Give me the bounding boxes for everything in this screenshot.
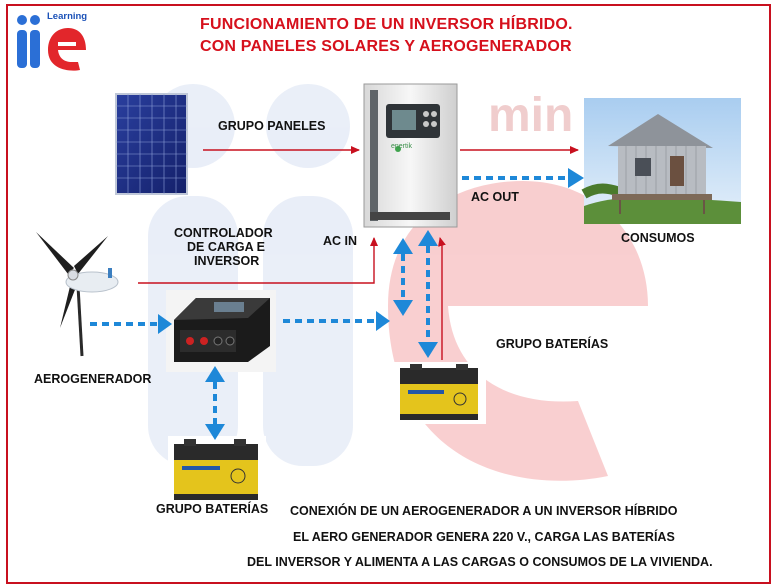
- label-ac-in: AC IN: [323, 234, 358, 248]
- wind-turbine-image: [36, 232, 119, 357]
- label-controller-1: CONTROLADOR: [174, 226, 273, 240]
- diagram-frame: min: [6, 4, 771, 584]
- svg-text:min: min: [488, 89, 573, 142]
- label-batteries-right: GRUPO BATERÍAS: [496, 337, 609, 351]
- label-panels: GRUPO PANELES: [218, 119, 326, 133]
- battery-left-image: [168, 436, 266, 504]
- title-line-2: CON PANELES SOLARES Y AEROGENERADOR: [200, 38, 572, 55]
- label-batteries-left: GRUPO BATERÍAS: [156, 502, 269, 516]
- label-ac-out: AC OUT: [471, 190, 519, 204]
- title-line-1: FUNCIONAMIENTO DE UN INVERSOR HÍBRIDO.: [200, 16, 573, 33]
- note-line-1: CONEXIÓN DE UN AEROGENERADOR A UN INVERS…: [290, 504, 678, 518]
- note-line-3: DEL INVERSOR Y ALIMENTA A LAS CARGAS O C…: [247, 555, 713, 569]
- charge-controller-image: [166, 290, 276, 372]
- hybrid-inverter-image: [363, 83, 458, 228]
- house-image: [581, 98, 741, 224]
- label-controller-2: DE CARGA E: [187, 240, 266, 254]
- energy-flow: [90, 168, 584, 440]
- wiring: [138, 146, 579, 360]
- label-consumption: CONSUMOS: [621, 231, 695, 245]
- iie-logo: [17, 15, 86, 71]
- solar-panel-image: [115, 93, 188, 195]
- label-wind: AEROGENERADOR: [34, 372, 152, 386]
- battery-right-image: [394, 362, 486, 424]
- logo-learning-text: Learning: [47, 11, 88, 22]
- inverter-brand: enertik: [391, 143, 413, 150]
- label-controller-3: INVERSOR: [194, 254, 260, 268]
- note-line-2: EL AERO GENERADOR GENERA 220 V., CARGA L…: [293, 530, 675, 544]
- diagram-canvas: min: [17, 15, 741, 504]
